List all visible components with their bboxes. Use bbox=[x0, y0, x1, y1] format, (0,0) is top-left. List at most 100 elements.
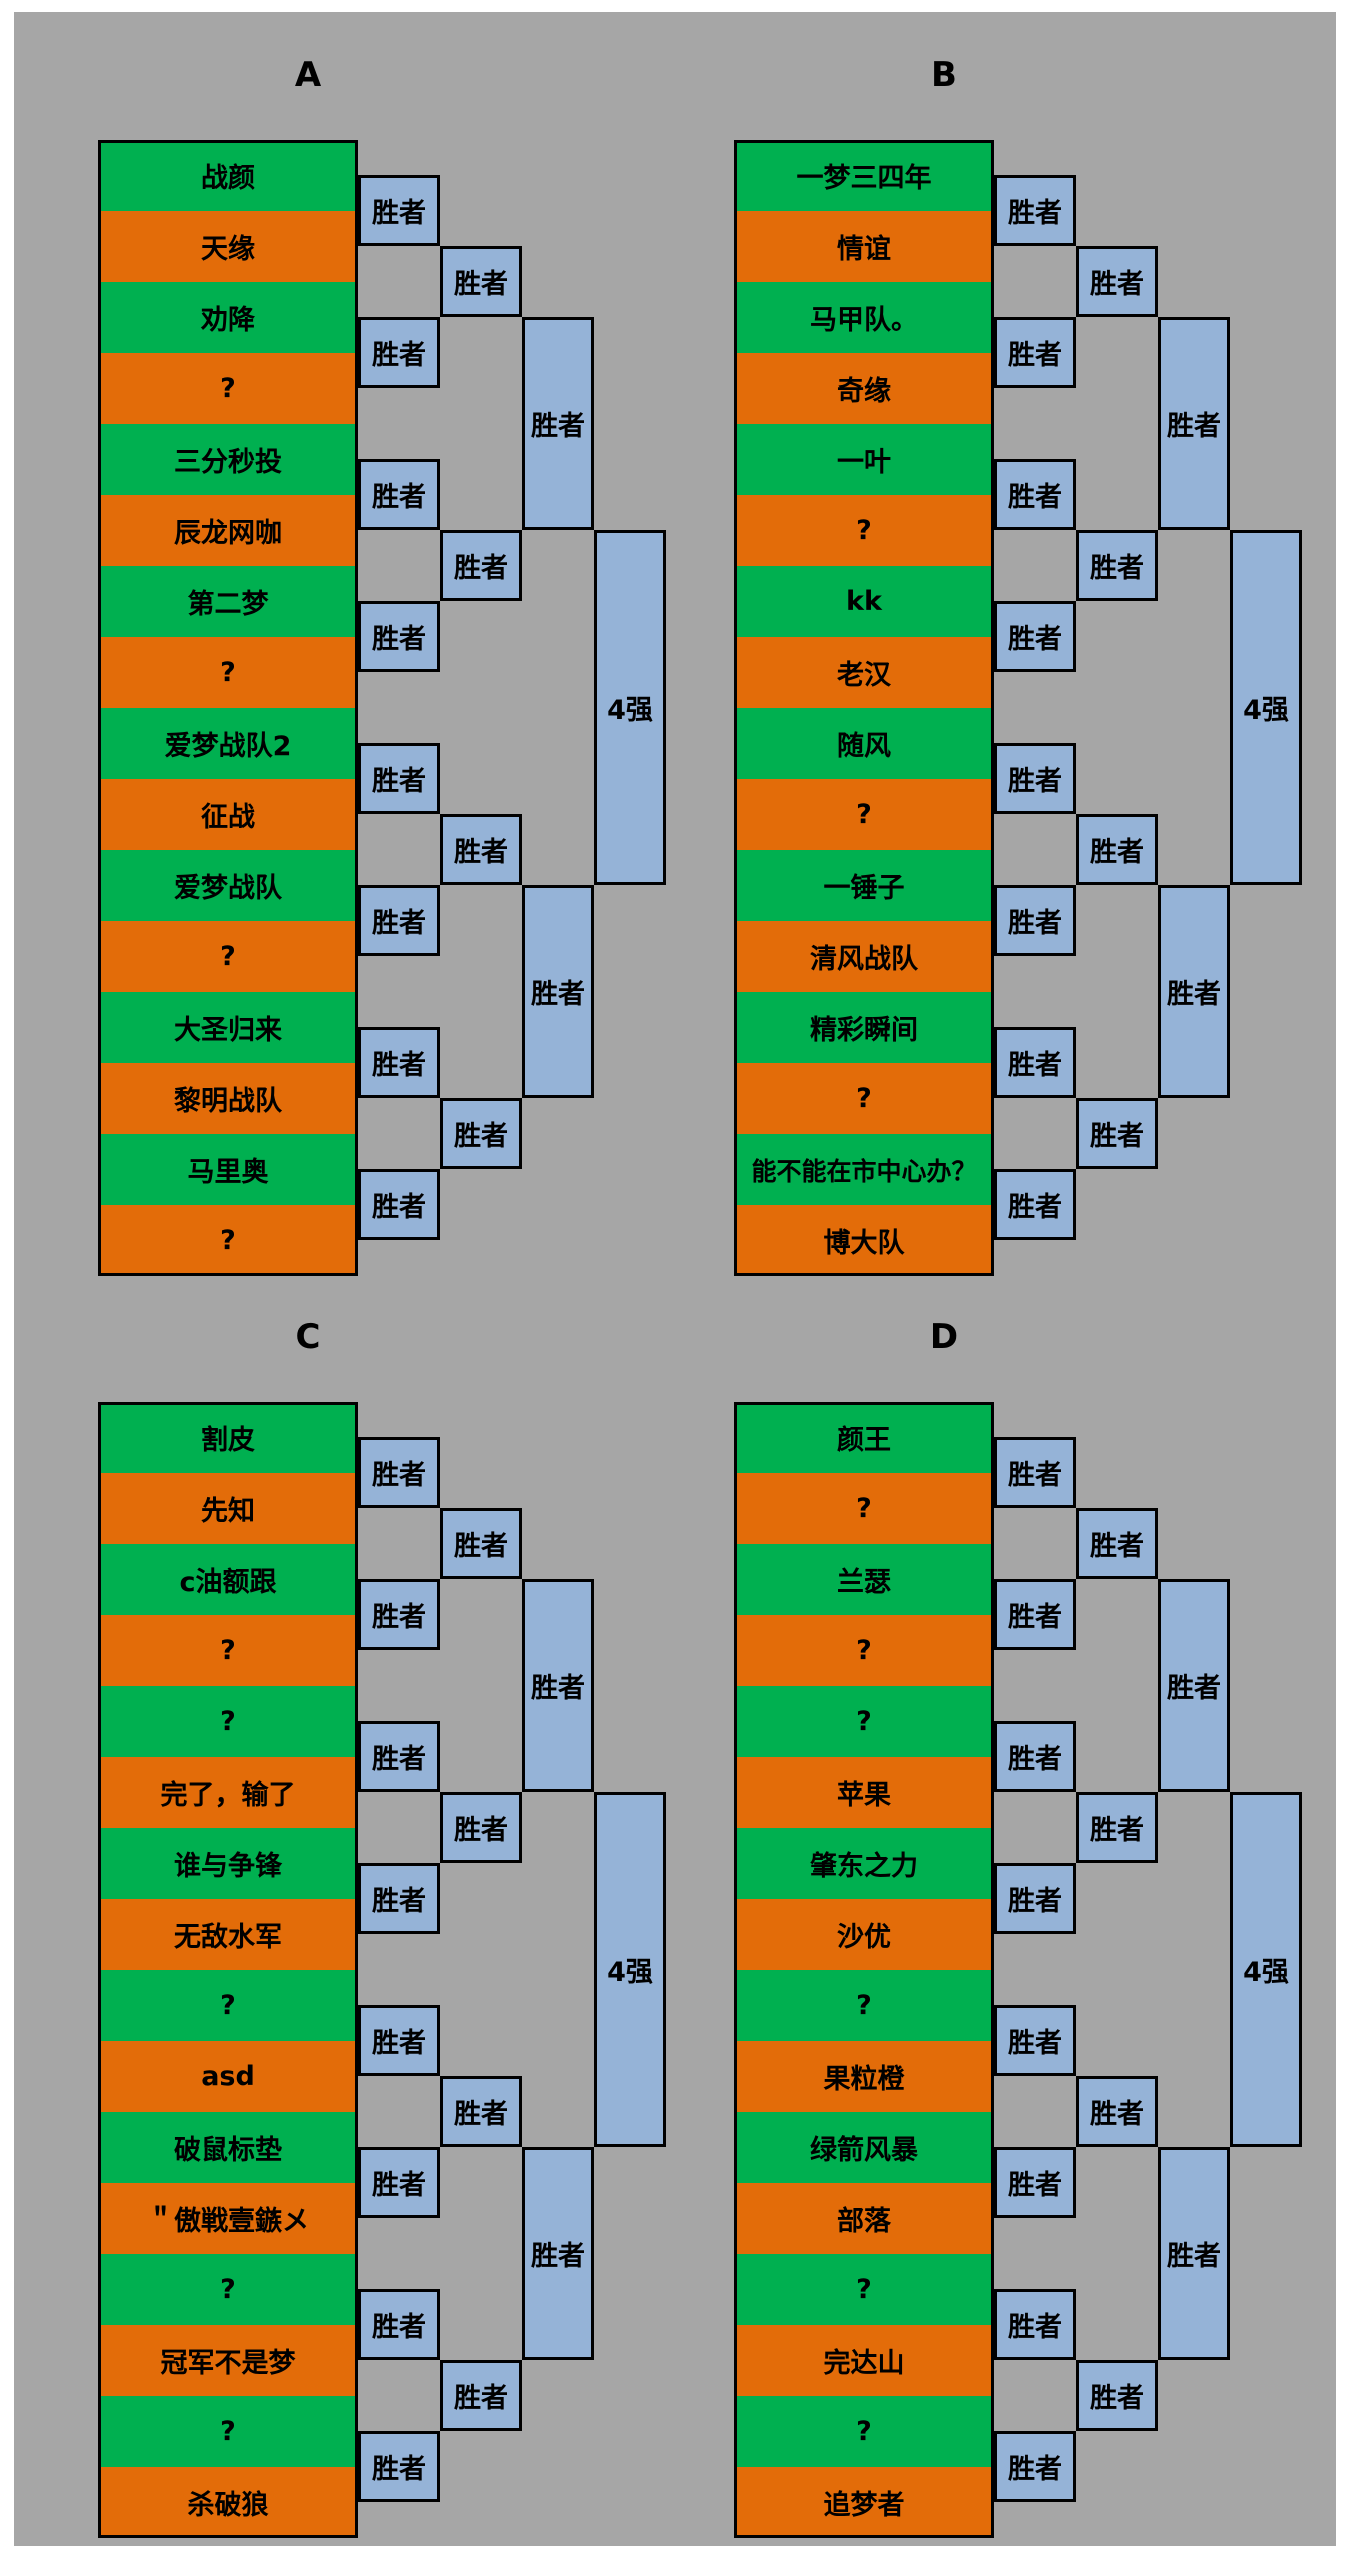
team-slot: 苹果 bbox=[734, 1757, 994, 1828]
round2-winner-box: 胜者 bbox=[440, 814, 522, 885]
team-slot: 博大队 bbox=[734, 1205, 994, 1276]
group-a: A 战颜 天缘 劝降 ? 三分秒投 辰龙网咖 第二梦 ? 爱梦战队2 征战 爱梦… bbox=[28, 25, 666, 1276]
team-slot: 沙优 bbox=[734, 1899, 994, 1970]
team-slot: 劝降 bbox=[98, 282, 358, 353]
round3-winner-box: 胜者 bbox=[522, 1579, 594, 1792]
team-slot: ? bbox=[734, 495, 994, 566]
round3-winner-box: 胜者 bbox=[1158, 2147, 1230, 2360]
team-slot: 肇东之力 bbox=[734, 1828, 994, 1899]
round2-winner-box: 胜者 bbox=[1076, 2360, 1158, 2431]
round1-winner-box: 胜者 bbox=[994, 2289, 1076, 2360]
team-slot: 黎明战队 bbox=[98, 1063, 358, 1134]
group-title: D bbox=[929, 1317, 959, 1357]
round2-winner-box: 胜者 bbox=[1076, 1792, 1158, 1863]
round2-winner-box: 胜者 bbox=[440, 2076, 522, 2147]
round2-winner-box: 胜者 bbox=[440, 530, 522, 601]
team-slot: 大圣归来 bbox=[98, 992, 358, 1063]
team-slot: 一梦三四年 bbox=[734, 140, 994, 211]
team-slot: ? bbox=[98, 2396, 358, 2467]
round1-winner-box: 胜者 bbox=[994, 2005, 1076, 2076]
round1-winner-box: 胜者 bbox=[358, 1169, 440, 1240]
round2-winner-box: 胜者 bbox=[440, 1098, 522, 1169]
team-slot: 老汉 bbox=[734, 637, 994, 708]
group-title: A bbox=[294, 55, 322, 95]
team-slot: 清风战队 bbox=[734, 921, 994, 992]
final-four-box: 4强 bbox=[594, 1792, 666, 2147]
group-title: B bbox=[931, 55, 957, 95]
round3-winner-box: 胜者 bbox=[1158, 1579, 1230, 1792]
team-slot: ? bbox=[734, 1615, 994, 1686]
team-slot: ? bbox=[734, 779, 994, 850]
round1-winner-box: 胜者 bbox=[358, 885, 440, 956]
final-four-box: 4强 bbox=[1230, 1792, 1302, 2147]
team-slot: 一叶 bbox=[734, 424, 994, 495]
team-slot: ＂傲戦壹鏃メ bbox=[98, 2183, 358, 2254]
round3-winner-box: 胜者 bbox=[1158, 317, 1230, 530]
team-slot: 一锤子 bbox=[734, 850, 994, 921]
round1-winner-box: 胜者 bbox=[994, 885, 1076, 956]
round2-winner-box: 胜者 bbox=[1076, 1098, 1158, 1169]
team-slot: 果粒橙 bbox=[734, 2041, 994, 2112]
round1-winner-box: 胜者 bbox=[358, 601, 440, 672]
round2-winner-box: 胜者 bbox=[1076, 1508, 1158, 1579]
round1-winner-box: 胜者 bbox=[994, 1027, 1076, 1098]
team-slot: 完了，输了 bbox=[98, 1757, 358, 1828]
team-slot: ? bbox=[734, 1970, 994, 2041]
round2-winner-box: 胜者 bbox=[440, 1508, 522, 1579]
team-slot: 马甲队。 bbox=[734, 282, 994, 353]
team-slot: 征战 bbox=[98, 779, 358, 850]
round2-winner-box: 胜者 bbox=[440, 2360, 522, 2431]
round1-winner-box: 胜者 bbox=[994, 317, 1076, 388]
team-slot: 随风 bbox=[734, 708, 994, 779]
round1-winner-box: 胜者 bbox=[994, 1437, 1076, 1508]
team-slot: 割皮 bbox=[98, 1402, 358, 1473]
round1-winner-box: 胜者 bbox=[994, 601, 1076, 672]
round1-winner-box: 胜者 bbox=[358, 1579, 440, 1650]
round1-winner-box: 胜者 bbox=[358, 2431, 440, 2502]
round1-winner-box: 胜者 bbox=[358, 459, 440, 530]
team-slot: 辰龙网咖 bbox=[98, 495, 358, 566]
team-slot: ? bbox=[734, 2396, 994, 2467]
team-slot: ? bbox=[98, 637, 358, 708]
team-slot: 先知 bbox=[98, 1473, 358, 1544]
round1-winner-box: 胜者 bbox=[994, 1863, 1076, 1934]
group-c: C 割皮 先知 c油额跟 ? ? 完了，输了 谁与争锋 无敌水军 ? asd 破… bbox=[28, 1287, 666, 2538]
round2-winner-box: 胜者 bbox=[440, 246, 522, 317]
round1-winner-box: 胜者 bbox=[358, 2005, 440, 2076]
round1-winner-box: 胜者 bbox=[358, 175, 440, 246]
team-slot: 能不能在市中心办？ bbox=[734, 1134, 994, 1205]
team-slot: 兰瑟 bbox=[734, 1544, 994, 1615]
team-slot: 第二梦 bbox=[98, 566, 358, 637]
team-slot: 情谊 bbox=[734, 211, 994, 282]
final-four-box: 4强 bbox=[1230, 530, 1302, 885]
team-slot: ? bbox=[734, 1063, 994, 1134]
team-slot: 追梦者 bbox=[734, 2467, 994, 2538]
round2-winner-box: 胜者 bbox=[1076, 814, 1158, 885]
bracket-canvas: A 战颜 天缘 劝降 ? 三分秒投 辰龙网咖 第二梦 ? 爱梦战队2 征战 爱梦… bbox=[14, 12, 1336, 2546]
round1-winner-box: 胜者 bbox=[358, 1863, 440, 1934]
team-slot: ? bbox=[98, 2254, 358, 2325]
final-four-box: 4强 bbox=[594, 530, 666, 885]
round2-winner-box: 胜者 bbox=[1076, 530, 1158, 601]
round3-winner-box: 胜者 bbox=[522, 885, 594, 1098]
round3-winner-box: 胜者 bbox=[522, 2147, 594, 2360]
team-slot: 爱梦战队2 bbox=[98, 708, 358, 779]
team-slot: 奇缘 bbox=[734, 353, 994, 424]
round1-winner-box: 胜者 bbox=[994, 459, 1076, 530]
group-b: B 一梦三四年 情谊 马甲队。 奇缘 一叶 ? kk 老汉 随风 ? 一锤子 清… bbox=[664, 25, 1302, 1276]
round1-winner-box: 胜者 bbox=[994, 2431, 1076, 2502]
round1-winner-box: 胜者 bbox=[994, 1579, 1076, 1650]
round3-winner-box: 胜者 bbox=[1158, 885, 1230, 1098]
team-slot: 绿箭风暴 bbox=[734, 2112, 994, 2183]
team-slot: 部落 bbox=[734, 2183, 994, 2254]
round2-winner-box: 胜者 bbox=[440, 1792, 522, 1863]
round1-winner-box: 胜者 bbox=[358, 317, 440, 388]
round1-winner-box: 胜者 bbox=[994, 2147, 1076, 2218]
team-slot: 天缘 bbox=[98, 211, 358, 282]
team-slot: 马里奥 bbox=[98, 1134, 358, 1205]
team-slot: 冠军不是梦 bbox=[98, 2325, 358, 2396]
team-slot: ? bbox=[98, 1686, 358, 1757]
team-slot: c油额跟 bbox=[98, 1544, 358, 1615]
team-slot: 三分秒投 bbox=[98, 424, 358, 495]
team-slot: 杀破狼 bbox=[98, 2467, 358, 2538]
